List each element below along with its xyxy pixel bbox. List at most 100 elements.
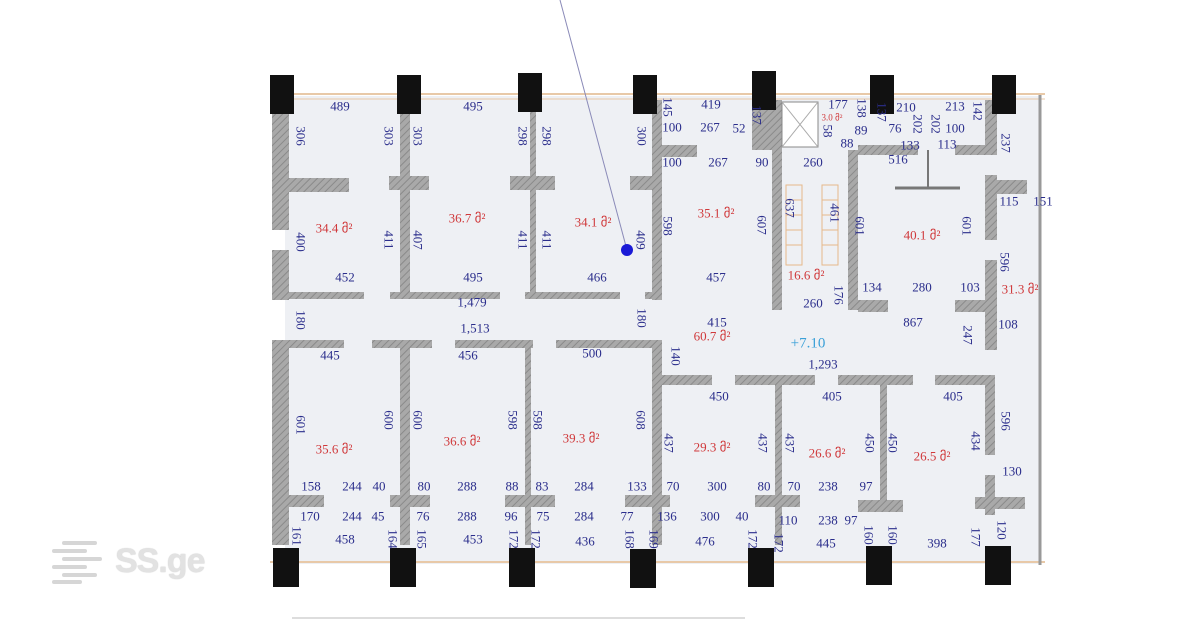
dimension-label: 601	[959, 216, 975, 236]
dimension-label: 161	[289, 526, 305, 546]
dimension-label: 100	[945, 120, 965, 136]
dimension-label: 213	[945, 98, 965, 114]
dimension-label: 83	[535, 478, 549, 494]
dimension-label: 405	[943, 388, 963, 404]
dimension-label: 210	[896, 99, 916, 115]
dimension-label: 137	[874, 102, 890, 122]
dimension-label: 867	[903, 314, 923, 330]
dimension-label: 437	[755, 433, 771, 453]
dimension-label: 75	[536, 508, 550, 524]
room-area-label: 16.6 მ²	[787, 267, 825, 283]
room-area-label: 34.4 მ²	[315, 220, 353, 236]
dimension-label: 40	[735, 508, 749, 524]
room-area-label: 36.6 მ²	[443, 433, 481, 449]
dimension-label: 138	[854, 98, 870, 118]
dimension-label: 260	[803, 154, 823, 170]
dimension-label: 596	[998, 411, 1014, 431]
dimension-label: 80	[757, 478, 771, 494]
logo-icon	[52, 541, 102, 584]
dimension-label: 133	[627, 478, 647, 494]
logo-text: SS.ge	[115, 541, 205, 580]
dimension-label: 405	[822, 388, 842, 404]
dimension-label: 598	[505, 410, 521, 430]
dimension-label: 100	[662, 154, 682, 170]
dimension-label: 300	[700, 508, 720, 524]
room-area-label: 35.1 მ²	[697, 205, 735, 221]
dimension-label: 466	[587, 269, 607, 285]
dimension-label: 450	[709, 388, 729, 404]
dimension-label: 113	[937, 136, 957, 152]
room-area-label: 3.0 მ²	[821, 112, 843, 123]
dimension-label: 284	[574, 478, 594, 494]
dimension-label: 598	[530, 410, 546, 430]
dimension-label: 137	[749, 105, 765, 125]
dimension-label: 267	[708, 154, 728, 170]
dimension-label: 445	[816, 535, 836, 551]
dimension-label: 145	[660, 97, 676, 117]
staircase	[785, 184, 839, 266]
dimension-label: 495	[463, 269, 483, 285]
dimension-label: 457	[706, 269, 726, 285]
dimension-label: 169	[646, 529, 662, 549]
dimension-label: 596	[997, 252, 1013, 272]
dimension-label: 306	[293, 126, 309, 146]
dimension-label: 476	[695, 533, 715, 549]
dimension-label: 76	[888, 120, 902, 136]
dimension-label: 70	[666, 478, 680, 494]
dimension-label: 103	[960, 279, 980, 295]
dimension-label: 237	[998, 133, 1014, 153]
dimension-label: 180	[293, 310, 309, 330]
dimension-label: 172	[745, 529, 761, 549]
dimension-label: 398	[927, 535, 947, 551]
pointer-line	[559, 0, 628, 251]
dimension-label: 303	[381, 126, 397, 146]
dimension-label: 90	[755, 154, 769, 170]
dimension-label: 437	[661, 433, 677, 453]
room-area-label: 31.3 მ²	[1001, 281, 1039, 297]
dimension-label: 284	[574, 508, 594, 524]
dimension-label: 456	[458, 347, 478, 363]
dimension-label: 601	[293, 415, 309, 435]
dimension-label: 267	[700, 119, 720, 135]
dimension-label: 45	[371, 508, 385, 524]
dimension-label: 458	[335, 531, 355, 547]
dimension-label: 244	[342, 508, 362, 524]
dimension-label: 516	[888, 151, 908, 167]
dimension-label: 288	[457, 508, 477, 524]
dimension-label: 495	[463, 98, 483, 114]
dimension-label: 1,513	[460, 320, 490, 336]
room-area-label: 34.1 მ²	[574, 214, 612, 230]
dimension-label: 452	[335, 269, 355, 285]
floor-area	[285, 96, 1040, 564]
dimension-label: 1,293	[808, 356, 838, 372]
room-area-label: 60.7 მ²	[693, 328, 731, 344]
dimension-label: 608	[633, 410, 649, 430]
dimension-label: 303	[410, 126, 426, 146]
dimension-label: 76	[416, 508, 430, 524]
dimension-label: 288	[457, 478, 477, 494]
dimension-label: 172	[771, 533, 787, 553]
columns	[270, 71, 1016, 588]
dimension-label: 142	[970, 101, 986, 121]
dimension-label: 77	[620, 508, 634, 524]
dimension-label: 409	[633, 230, 649, 250]
room-area-label: 36.7 მ²	[448, 210, 486, 226]
dimension-label: 100	[662, 119, 682, 135]
dimension-label: 445	[320, 347, 340, 363]
walls	[272, 95, 1027, 545]
dimension-label: 202	[928, 114, 944, 134]
dimension-label: 97	[859, 478, 873, 494]
dimension-label: 407	[410, 230, 426, 250]
dimension-label: 88	[840, 135, 854, 151]
dimension-label: 151	[1033, 193, 1053, 209]
dimension-label: 160	[885, 525, 901, 545]
dimension-label: 300	[634, 126, 650, 146]
dimension-label: 136	[657, 508, 677, 524]
dimension-label: 52	[732, 120, 746, 136]
room-area-label: 39.3 მ²	[562, 430, 600, 446]
dimension-label: 300	[707, 478, 727, 494]
dimension-label: 170	[300, 508, 320, 524]
dimension-label: 168	[622, 529, 638, 549]
dimension-label: 165	[414, 529, 430, 549]
dimension-label: 500	[582, 345, 602, 361]
